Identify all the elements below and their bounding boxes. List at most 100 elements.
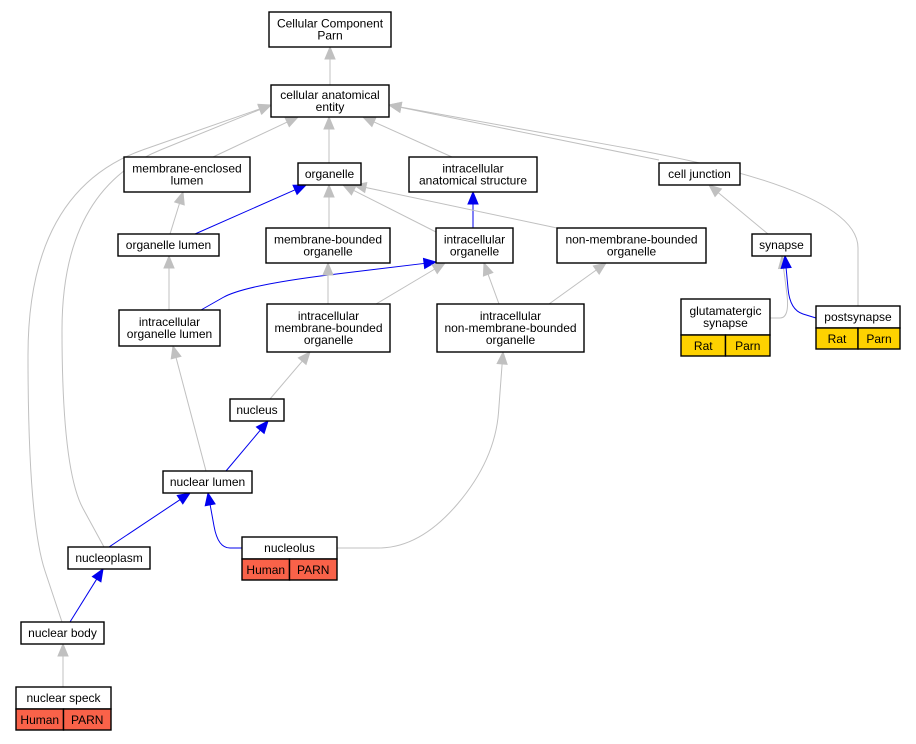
go-term-node-inmbo[interactable]: intracellularnon-membrane-boundedorganel… bbox=[436, 303, 585, 353]
node-box bbox=[435, 227, 514, 264]
node-box bbox=[658, 162, 741, 186]
annotation-label: Rat bbox=[828, 332, 847, 346]
node-label: anatomical structure bbox=[419, 174, 527, 188]
annotation-label: Human bbox=[20, 713, 59, 727]
arrowhead-icon bbox=[341, 184, 357, 196]
node-box bbox=[20, 621, 105, 645]
node-label: organelle lumen bbox=[126, 238, 211, 252]
node-label: non-membrane-bounded bbox=[565, 233, 697, 247]
node-label: nuclear body bbox=[28, 626, 97, 640]
edge-ol-to-mel bbox=[169, 190, 185, 235]
edge-cae-to-root bbox=[324, 45, 336, 85]
node-box bbox=[436, 303, 585, 353]
node-label: cellular anatomical bbox=[280, 88, 379, 102]
edge-inmbo-to-io bbox=[482, 261, 500, 305]
edge-iol-to-ol bbox=[163, 254, 175, 310]
arrowhead-icon bbox=[170, 344, 182, 360]
arrowhead-icon bbox=[387, 101, 403, 113]
edge-synapse-to-cj bbox=[707, 184, 769, 235]
edge-nucleus-to-imbo bbox=[269, 351, 311, 400]
node-label: intracellular bbox=[139, 315, 200, 329]
edge-nb-to-np bbox=[69, 567, 104, 623]
edge-io-to-ias bbox=[467, 190, 479, 228]
arrowhead-icon bbox=[361, 116, 377, 128]
edge-post-to-synapse bbox=[780, 254, 817, 319]
go-term-node-nucleus[interactable]: nucleus bbox=[229, 398, 285, 422]
node-box bbox=[265, 227, 391, 264]
arrowhead-icon bbox=[592, 262, 608, 275]
node-box bbox=[680, 298, 771, 336]
edge-ias-to-cae bbox=[361, 116, 453, 158]
node-label: postsynapse bbox=[824, 310, 892, 324]
node-label: Cellular Component bbox=[277, 17, 384, 31]
arrowhead-icon bbox=[323, 115, 335, 130]
part-of-edge-line bbox=[225, 429, 261, 472]
node-label: non-membrane-bounded bbox=[444, 321, 576, 335]
is-a-edge-line bbox=[487, 274, 500, 305]
go-term-node-np[interactable]: nucleoplasm bbox=[67, 546, 151, 570]
arrowhead-icon bbox=[422, 257, 438, 270]
is-a-edge-line bbox=[365, 186, 558, 229]
arrowhead-icon bbox=[255, 420, 269, 435]
node-box bbox=[408, 156, 538, 193]
arrowhead-icon bbox=[173, 190, 185, 206]
node-label: membrane-enclosed bbox=[132, 162, 241, 176]
node-label: Parn bbox=[317, 29, 342, 43]
node-label: intracellular bbox=[444, 233, 505, 247]
node-label: nucleoplasm bbox=[75, 551, 142, 565]
annotation-cell bbox=[724, 334, 771, 357]
is-a-edge-line bbox=[373, 121, 453, 158]
edge-ns-to-nb bbox=[57, 642, 69, 687]
is-a-edge-line bbox=[336, 363, 503, 549]
go-term-node-synapse[interactable]: synapse bbox=[751, 233, 812, 257]
node-label: membrane-bounded bbox=[274, 233, 382, 247]
node-box bbox=[297, 162, 362, 186]
go-term-node-nb[interactable]: nuclear body bbox=[20, 621, 105, 645]
node-label: organelle lumen bbox=[127, 327, 212, 341]
node-box bbox=[123, 156, 251, 193]
arrowhead-icon bbox=[204, 491, 216, 507]
go-term-node-nl[interactable]: nuclear lumen bbox=[162, 470, 253, 494]
node-label: organelle bbox=[304, 333, 354, 347]
go-term-node-cj[interactable]: cell junction bbox=[658, 162, 741, 186]
go-term-node-ol[interactable]: organelle lumen bbox=[117, 233, 220, 257]
is-a-edge-line bbox=[353, 189, 437, 233]
node-label: intracellular bbox=[442, 162, 503, 176]
node-label: organelle bbox=[607, 245, 657, 259]
arrowhead-icon bbox=[780, 254, 792, 269]
is-a-edge-line bbox=[375, 268, 435, 305]
node-label: organelle bbox=[305, 167, 355, 181]
arrowhead-icon bbox=[707, 184, 723, 198]
node-box bbox=[117, 233, 220, 257]
arrowhead-icon bbox=[292, 184, 308, 196]
node-label: membrane-bounded bbox=[274, 321, 382, 335]
go-term-node-organelle[interactable]: organelle bbox=[297, 162, 362, 186]
node-box bbox=[67, 546, 151, 570]
node-box bbox=[266, 303, 391, 353]
annotation-label: Parn bbox=[735, 339, 760, 353]
node-label: nucleus bbox=[236, 403, 277, 417]
node-label: intracellular bbox=[480, 309, 541, 323]
arrowhead-icon bbox=[91, 567, 104, 583]
node-label: cell junction bbox=[668, 167, 731, 181]
node-box bbox=[268, 11, 392, 48]
edge-iol-to-io bbox=[200, 257, 438, 311]
node-box bbox=[162, 470, 253, 494]
edge-mbo-to-organelle bbox=[323, 183, 335, 228]
edges-layer bbox=[27, 45, 859, 687]
is-a-edge-line bbox=[61, 109, 261, 548]
